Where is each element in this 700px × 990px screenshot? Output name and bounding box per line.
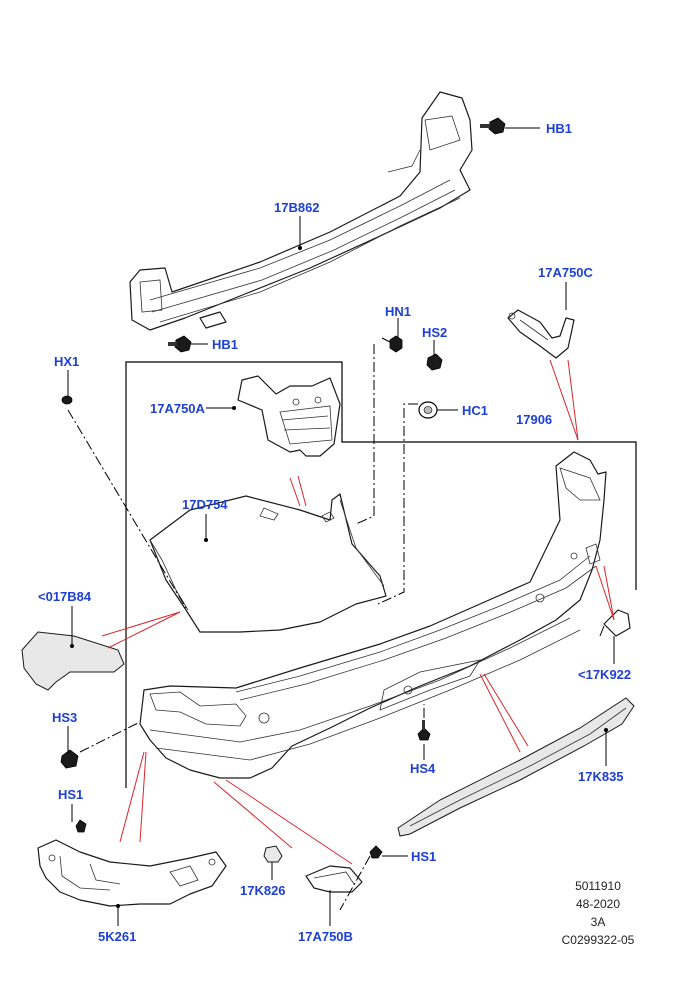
label-hs2: HS2 <box>422 325 447 340</box>
label-crossmember: 17B862 <box>274 200 320 215</box>
label-splash: 5K261 <box>98 929 136 944</box>
label-clip: 17K826 <box>240 883 286 898</box>
reference-block: 5011910 48-2020 3A C0299322-05 <box>562 879 635 947</box>
absorber-part <box>149 493 387 633</box>
label-hn1: HN1 <box>385 304 411 319</box>
hn1-nut-icon <box>381 335 403 353</box>
hs2-screw-icon <box>426 353 443 371</box>
label-leaders <box>67 127 615 926</box>
red-reference-lines <box>101 359 615 865</box>
hb1-top-bolt-icon <box>480 117 506 135</box>
label-hs4: HS4 <box>410 761 436 776</box>
splash-shield-part <box>37 819 227 907</box>
label-bracket-a: 17A750A <box>150 401 206 416</box>
label-trim-strip: 17K835 <box>578 769 624 784</box>
pad-part <box>21 631 125 691</box>
crossmember-part <box>129 91 473 331</box>
hs3-screw-icon <box>60 749 79 769</box>
bumper-cover-part <box>139 451 607 779</box>
label-bracket-b: 17A750B <box>298 929 353 944</box>
label-hs3: HS3 <box>52 710 77 725</box>
bracket-a-part <box>237 375 341 457</box>
hs4-screw-icon <box>417 720 431 741</box>
reference-date: 48-2020 <box>576 897 620 911</box>
assembly-dash-lines <box>67 344 425 911</box>
label-absorber: 17D754 <box>182 497 228 512</box>
label-reflector: <17K922 <box>578 667 631 682</box>
reference-number: 5011910 <box>575 879 621 893</box>
reflector-part <box>599 609 631 637</box>
reference-revision: 3A <box>591 915 606 929</box>
label-hs1-left: HS1 <box>58 787 83 802</box>
label-bracket-c: 17A750C <box>538 265 594 280</box>
label-hb1-bottom: HB1 <box>212 337 238 352</box>
hb1-bottom-bolt-icon <box>168 335 192 353</box>
clip-part <box>263 845 283 863</box>
hc1-clip-icon <box>418 401 438 419</box>
bracket-b-part <box>305 845 383 893</box>
label-hb1-top: HB1 <box>546 121 572 136</box>
label-hx1: HX1 <box>54 354 79 369</box>
bracket-c-part <box>507 309 575 359</box>
label-hc1: HC1 <box>462 403 488 418</box>
hx1-clip-icon <box>61 395 73 405</box>
label-hs1-right: HS1 <box>411 849 436 864</box>
label-pad: <017B84 <box>38 589 92 604</box>
assembly-outline <box>125 361 637 788</box>
label-bumper-cover: 17906 <box>516 412 552 427</box>
reference-code: C0299322-05 <box>562 933 635 947</box>
trim-strip-part <box>397 697 635 837</box>
